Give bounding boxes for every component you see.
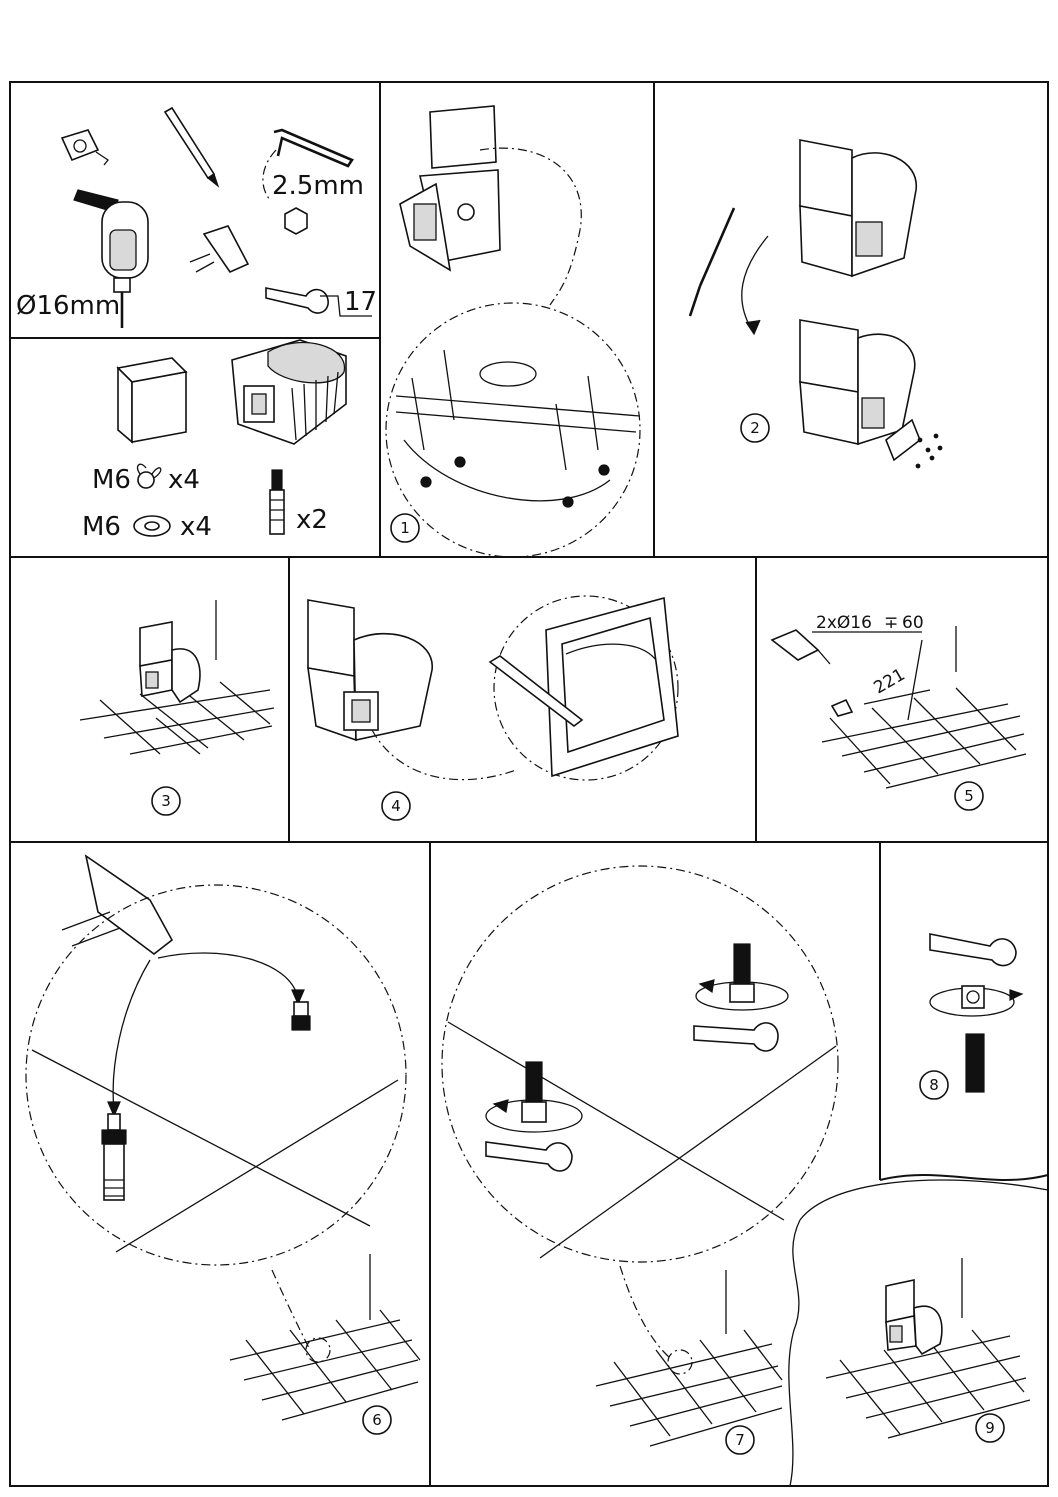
step-6-label: 6 [372,1411,382,1429]
tape-measure-icon [60,129,109,166]
wing-nut-label: M6 [92,465,131,495]
step-9-panel: 9 [788,1179,1049,1487]
step-2-panel: 2 [688,139,943,469]
toilet-in-place [139,621,201,704]
washer-row: M6 x4 [82,512,212,542]
step-7-zoom-circle [441,865,839,1263]
step-2-label: 2 [750,419,760,437]
wrench-size-label: 17 [344,287,377,317]
step-6-panel: 6 [25,854,421,1435]
stud-top [693,943,789,1052]
step-4-panel: 4 [307,595,679,821]
nut-icon [291,1001,311,1031]
toilet-assembled-top [799,139,917,278]
washer-icon [133,515,171,537]
tools-panel: 2.5mm Ø16mm 17 [16,106,377,328]
distance-label: 221 [871,665,909,699]
step-6-number: 6 [362,1405,392,1435]
step-5-panel: 2xØ16 ∓ 60 221 5 [770,613,1027,811]
anchor-bolt-row: x2 [269,469,328,535]
step-4-label: 4 [391,797,401,815]
anchor-bolt-large-icon [101,1113,127,1201]
wing-nut-quantity: x4 [168,465,200,495]
parts-panel: M6 x4 M6 x4 x2 [82,339,347,542]
depth-symbol: ∓ [884,613,898,633]
drill-bit-size-label: Ø16mm [16,291,120,321]
tape-small-icon [830,698,854,717]
wrench-icon: 17 [265,287,377,317]
hammer-large-icon [61,854,174,956]
wrench-step8-icon [929,933,1017,967]
step-1-number: 1 [390,513,420,543]
washer-label: M6 [82,512,121,542]
step-8-panel: 8 [919,933,1024,1100]
step-5-number: 5 [954,781,984,811]
anchor-bolt-quantity: x2 [296,505,328,535]
drill-small-icon [770,629,831,665]
panel-frames [9,81,1049,1487]
hex-key-size-label: 2.5mm [272,171,364,201]
wing-nut-row: M6 x4 [92,463,200,495]
step-7-number: 7 [725,1425,755,1455]
hammer-icon [189,225,250,274]
toilet-assembled-bottom [799,319,943,469]
step-1-panel: 1 [385,105,641,558]
toilet-final [885,1279,943,1356]
step-4-zoom-circle [488,595,679,781]
step-2-number: 2 [740,413,770,443]
step-5-label: 5 [964,787,974,805]
step-9-label: 9 [985,1419,995,1437]
drill-spec-label: 2xØ16 [816,613,872,633]
hex-key-icon: 2.5mm [262,128,364,235]
pencil-icon [163,106,220,188]
step-8-label: 8 [929,1076,939,1094]
wing-nut-icon [136,463,162,489]
drill-icon: Ø16mm [16,189,149,328]
step-3-panel: 3 [79,600,275,816]
step-8-number: 8 [919,1070,949,1100]
cistern-tank [116,357,188,444]
stud-bottom [485,1061,583,1172]
step-7-label: 7 [735,1431,745,1449]
step-3-number: 3 [151,786,181,816]
step-7-panel: 7 [441,865,839,1455]
step-4-number: 4 [381,791,411,821]
step-1-zoom-circle [385,302,641,558]
washer-quantity: x4 [180,512,212,542]
step-1-label: 1 [400,519,410,537]
depth-spec-label: 60 [902,613,924,633]
step-6-zoom-circle [25,884,407,1266]
step-3-label: 3 [161,792,171,810]
anchor-bolt-icon [269,469,285,535]
toilet-bowl [231,339,347,445]
step-9-number: 9 [975,1413,1005,1443]
